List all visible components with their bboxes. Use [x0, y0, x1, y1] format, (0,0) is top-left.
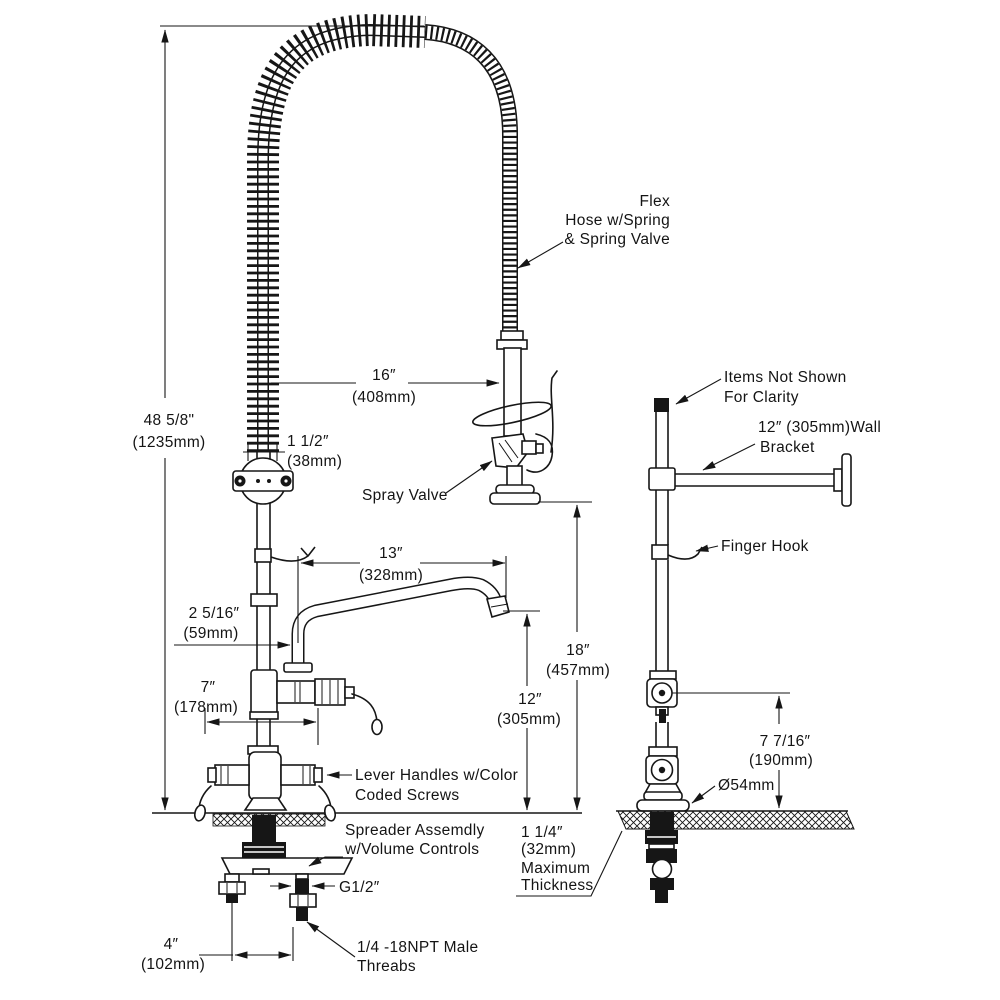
- hang-ring: [472, 401, 552, 427]
- base-flange: [243, 797, 288, 811]
- spray-head-flange: [489, 492, 541, 505]
- dim-body-width: 7″ (178mm): [174, 679, 319, 745]
- dim-hose-drop-in: 16″: [372, 367, 396, 384]
- wall-bracket-label-1: 12″ (305mm)Wall: [758, 419, 881, 436]
- callout-spreader: Spreader Assemdly w/Volume Controls: [308, 822, 485, 867]
- dim-riser-offset-mm: (59mm): [183, 625, 238, 642]
- corrugated-hose: [424, 25, 517, 332]
- wall-bracket-side: [648, 453, 852, 507]
- dim-inlet-spacing-in: 4″: [164, 936, 179, 953]
- spout-nut: [283, 662, 313, 673]
- dim-valve-clearance-in: 18″: [566, 642, 590, 659]
- dim-bracket-width-in: 1 1/2″: [287, 433, 329, 450]
- counter-surface-side: [616, 810, 855, 830]
- callouts: Flex Hose w/Spring & Spring Valve Spray …: [306, 193, 881, 975]
- finger-hook-side: [651, 544, 703, 560]
- spreader-assembly: [218, 815, 354, 921]
- spreader-label-1: Spreader Assemdly: [345, 822, 485, 839]
- dim-body-width-mm: (178mm): [174, 699, 238, 716]
- dim-hose-drop-mm: (408mm): [352, 389, 416, 406]
- dim-spout-height: 12″ (305mm): [497, 610, 561, 811]
- dim-spout-height-mm: (305mm): [497, 711, 561, 728]
- dim-bracket-width: 1 1/2″ (38mm): [243, 433, 342, 470]
- tee-body: [250, 669, 278, 715]
- spreader-label-2: w/Volume Controls: [344, 841, 479, 858]
- callout-items-not-shown: Items Not Shown For Clarity: [675, 369, 847, 406]
- callout-max-thickness: 1 1/4″ (32mm) Maximum Thickness: [516, 824, 623, 897]
- dim-overall-height: 48 5/8" (1235mm): [132, 25, 424, 811]
- dim-riser-offset: 2 5/16″ (59mm): [174, 605, 291, 649]
- dim-valve-clearance: 18″ (457mm): [538, 501, 610, 811]
- dim-spout-length-in: 13″: [379, 545, 403, 562]
- side-valves: [636, 670, 690, 812]
- npt-label-2: Threabs: [357, 958, 416, 975]
- dim-riser-offset-in: 2 5/16″: [189, 605, 240, 622]
- dim-overall-height-mm: (1235mm): [132, 434, 205, 451]
- wall-plate: [841, 453, 852, 507]
- finger-hook-front: [254, 546, 316, 563]
- flex-hose-coil: [247, 13, 518, 452]
- spray-valve-label: Spray Valve: [362, 487, 448, 504]
- max-thickness-label-3: Maximum: [521, 860, 590, 877]
- flex-hose-label-2: Hose w/Spring: [565, 212, 670, 229]
- callout-spray-valve: Spray Valve: [362, 460, 493, 504]
- side-riser: [654, 398, 669, 747]
- npt-label-1: 1/4 -18NPT Male: [357, 939, 478, 956]
- dim-hose-drop: 16″ (408mm): [271, 367, 500, 406]
- dim-bracket-width-mm: (38mm): [287, 453, 342, 470]
- addon-faucet-spout: [283, 576, 510, 673]
- dim-overall-height-in: 48 5/8": [144, 412, 195, 429]
- dimensions: 48 5/8" (1235mm) 16″ (408mm) 1 1/2″ (38m…: [132, 25, 813, 973]
- base-ring: [636, 799, 690, 812]
- wall-bracket-flange: [232, 457, 294, 505]
- dim-spout-height-in: 12″: [518, 691, 542, 708]
- dim-inlet-spacing-mm: (102mm): [141, 956, 205, 973]
- callout-npt-threads: 1/4 -18NPT Male Threabs: [306, 921, 478, 975]
- dim-base-diameter: Ø54mm: [691, 777, 775, 804]
- spray-valve-assembly: [472, 330, 558, 505]
- lever-handles-label-2: Coded Screws: [355, 787, 459, 804]
- finger-hook-label: Finger Hook: [721, 538, 809, 555]
- side-under-counter-fittings: [645, 812, 678, 903]
- dim-side-height: 7 7/16″ (190mm): [672, 692, 813, 809]
- spreader-bar: [220, 857, 354, 875]
- flex-hose-label-1: Flex: [640, 193, 670, 210]
- side-view: [616, 398, 855, 903]
- mixing-valve-body: [193, 745, 337, 822]
- max-thickness-label-2: (32mm): [521, 841, 576, 858]
- flex-hose-label-3: & Spring Valve: [564, 231, 670, 248]
- riser-cap: [654, 398, 669, 412]
- max-thickness-label-4: Thickness: [521, 877, 593, 894]
- dim-side-height-mm: (190mm): [749, 752, 813, 769]
- wall-bracket-label-2: Bracket: [760, 439, 815, 456]
- max-thickness-label-1: 1 1/4″: [521, 824, 563, 841]
- squeeze-handle: [550, 370, 558, 453]
- items-not-shown-label-2: For Clarity: [724, 389, 799, 406]
- dim-side-height-in: 7 7/16″: [760, 733, 811, 750]
- spring-coil: [247, 13, 426, 452]
- callout-flex-hose: Flex Hose w/Spring & Spring Valve: [517, 193, 670, 269]
- riser-collar: [250, 593, 278, 607]
- lever-handles-label-1: Lever Handles w/Color: [355, 767, 518, 784]
- dim-g-thread-label: G1/2″: [339, 879, 380, 896]
- addon-lever: [351, 693, 378, 723]
- front-view: [152, 13, 582, 921]
- dim-spout-length: 13″ (328mm): [297, 545, 507, 643]
- addon-valve: [249, 669, 383, 736]
- dim-spout-length-mm: (328mm): [359, 567, 423, 584]
- dim-base-diameter-label: Ø54mm: [718, 777, 775, 794]
- dim-body-width-in: 7″: [201, 679, 216, 696]
- callout-finger-hook: Finger Hook: [695, 538, 809, 555]
- spray-valve-body: [491, 433, 529, 469]
- callout-lever-handles: Lever Handles w/Color Coded Screws: [326, 767, 518, 804]
- dim-inlet-spacing: 4″ (102mm): [141, 903, 294, 973]
- items-not-shown-label-1: Items Not Shown: [724, 369, 847, 386]
- dim-g-thread: G1/2″: [270, 879, 380, 896]
- spout-nozzle: [485, 595, 510, 618]
- callout-wall-bracket: 12″ (305mm)Wall Bracket: [702, 419, 881, 471]
- dim-valve-clearance-mm: (457mm): [546, 662, 610, 679]
- left-arm: [214, 764, 250, 786]
